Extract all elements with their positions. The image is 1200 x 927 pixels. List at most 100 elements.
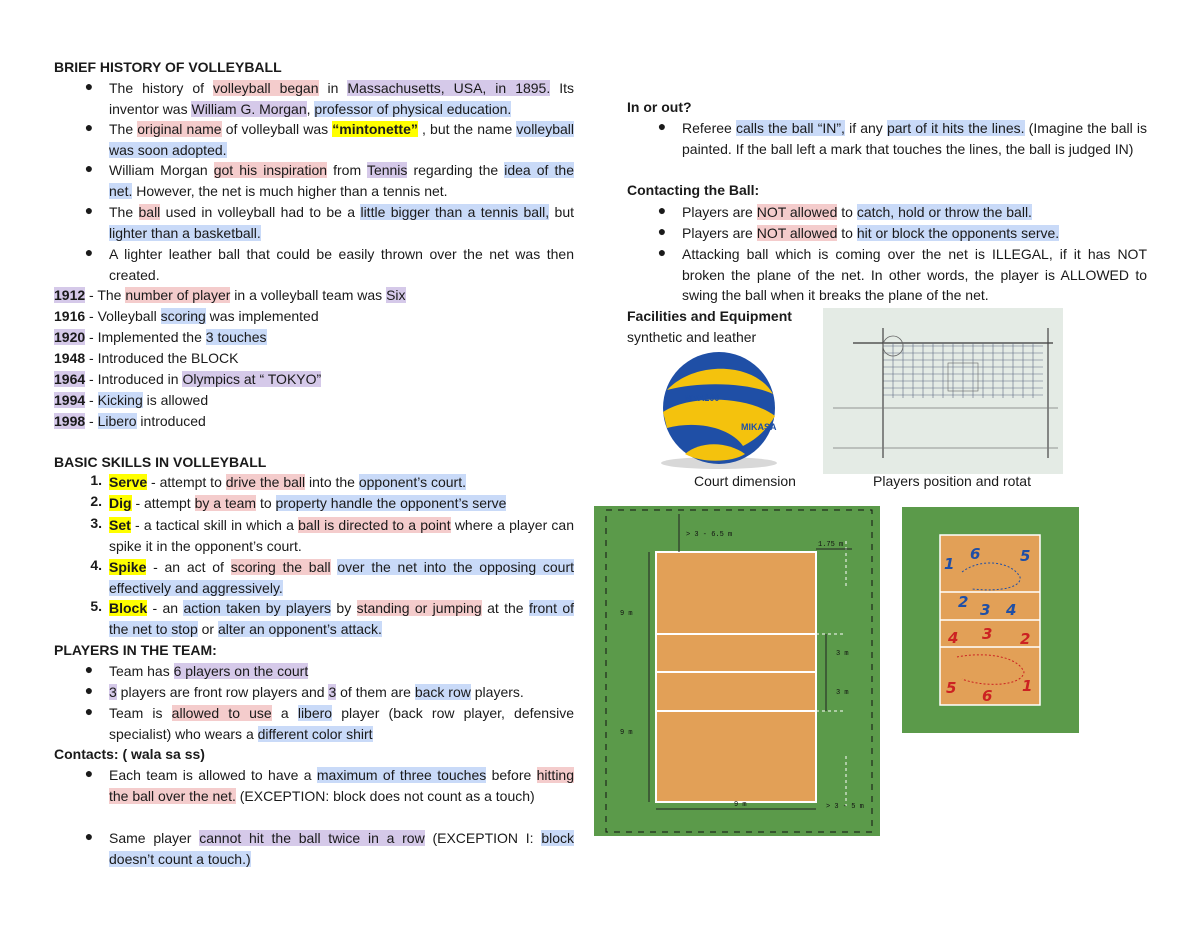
text-run: Spike (109, 559, 147, 575)
contacting-title: Contacting the Ball: (627, 182, 760, 198)
text-run: to (837, 225, 857, 241)
text-run: - an act of (146, 559, 231, 575)
skill-item: 5.Block - an action taken by players by … (90, 598, 575, 637)
text-run: - Volleyball (85, 308, 161, 324)
text-run: - (85, 392, 98, 408)
text-run: calls the ball “IN”, (735, 120, 845, 136)
court-label-bottom-right: > 3 - 5 m (826, 803, 864, 811)
players-rotation-diagram: 1 6 5 2 3 4 4 3 2 5 6 1 (902, 507, 1079, 733)
text-run: The (109, 204, 139, 220)
contacts-bullet: ●Same player cannot hit the ball twice i… (54, 828, 574, 869)
text-run: cannot hit the ball twice in a row (199, 830, 425, 846)
text-run: Dig (109, 495, 132, 511)
bullet-dot: ● (657, 202, 667, 218)
text-run: 1912 (54, 287, 86, 303)
text-run: volleyball began (213, 80, 319, 96)
text-run: William Morgan (109, 162, 214, 178)
text-run: allowed to use (171, 705, 272, 721)
skill-item: 3.Set - a tactical skill in which a ball… (90, 515, 574, 554)
skill-item: 2.Dig - attempt by a team to property ha… (90, 493, 507, 511)
volleyball-image: MVA200 MIKASA (661, 352, 777, 469)
rotation-blue-6: 6 (970, 545, 980, 563)
text-run: William G. Morgan (191, 100, 307, 117)
text-run: to (837, 204, 857, 220)
court-dimension-diagram: > 3 - 6.5 m 1.75 m 9 m 9 m 3 m 3 m 9 m >… (594, 506, 880, 836)
text-run: at the (481, 600, 529, 616)
contacts-title: Contacts: ( wala sa ss) (54, 746, 205, 762)
text-run: Team has (109, 663, 174, 679)
court-label-mid2: 3 m (836, 689, 849, 697)
bullet-dot: ● (84, 765, 94, 781)
timeline-row: 1916 - Volleyball scoring was implemente… (54, 306, 319, 326)
court-label-mid1: 3 m (836, 650, 849, 658)
text-run: (EXCEPTION I: (424, 830, 542, 846)
rotation-red-2: 2 (1020, 630, 1030, 648)
text-run: used in volleyball had to be a (160, 204, 361, 220)
bullet-dot: ● (657, 244, 667, 260)
bullet-dot: ● (84, 703, 94, 719)
text-run: introduced (136, 413, 206, 429)
text-run: 3 touches (205, 329, 267, 345)
court-label-bottom: 9 m (734, 801, 747, 809)
court-label-left-top: 9 m (620, 610, 633, 618)
rotation-blue-3: 3 (980, 601, 990, 619)
text-run: libero (297, 705, 333, 721)
players-title: PLAYERS IN THE TEAM: (54, 642, 217, 658)
facilities-title: Facilities and Equipment (627, 308, 792, 324)
players-rotation-caption: Players position and rotat (873, 473, 1031, 489)
text-run: Referee (682, 120, 736, 136)
text-run: Players are (682, 225, 757, 241)
text-run: property handle the opponent’s serve (275, 495, 507, 511)
text-run: before (486, 767, 537, 783)
text-run: Set (109, 517, 131, 533)
text-run: part of it hits the lines. (886, 120, 1025, 136)
text-run: - an (147, 600, 184, 616)
text-run: hit or block the opponents serve. (856, 225, 1060, 241)
text-run: of volleyball was (221, 121, 333, 137)
text-run: into the (305, 474, 359, 490)
rotation-red-3: 3 (982, 625, 992, 643)
net-diagram-image (823, 308, 1063, 474)
timeline-row: 1994 - Kicking is allowed (54, 390, 208, 410)
bullet-dot: ● (84, 682, 94, 698)
contacting-bullet: ●Players are NOT allowed to hit or block… (627, 223, 1147, 244)
text-run: or (197, 620, 218, 637)
text-run: where a player can spike it in the oppon… (109, 517, 574, 554)
text-run: number of player (125, 287, 231, 303)
rotation-red-1: 1 (1022, 677, 1032, 695)
rotation-blue-1: 1 (944, 555, 954, 573)
inout-bullet: ●Referee calls the ball “IN”, if any par… (627, 118, 1147, 159)
history-bullet: ●The ball used in volleyball had to be a… (54, 202, 574, 243)
text-run: scoring (160, 308, 206, 324)
history-bullet: ●William Morgan got his inspiration from… (54, 160, 574, 201)
text-run: ball is directed to a point (298, 517, 451, 533)
text-run: , (306, 100, 315, 117)
bullet-dot: ● (84, 160, 94, 176)
text-run: The history of (109, 80, 213, 96)
text-run: scoring the ball (230, 559, 331, 575)
text-run: from (327, 162, 367, 178)
text-run: - The (85, 287, 126, 303)
text-run: NOT allowed (756, 204, 838, 220)
text-run: Team is (109, 705, 172, 721)
text-run: player (back row player, defensive speci… (109, 705, 574, 742)
text-run: maximum of three touches (316, 767, 487, 783)
text-run: is allowed (142, 392, 209, 408)
text-run: Tennis (366, 162, 408, 178)
text-run: - Implemented the (85, 329, 206, 345)
text-run: - (85, 413, 98, 429)
text-run: regarding the (407, 162, 505, 178)
text-run: back row (414, 684, 471, 700)
text-run: Each team is allowed to have a (109, 767, 317, 783)
text-run: ball (138, 204, 161, 220)
text-run: to (256, 495, 276, 511)
text-run: Serve (109, 474, 148, 490)
timeline-row: 1912 - The number of player in a volleyb… (54, 285, 406, 305)
rotation-blue-2: 2 (958, 593, 968, 611)
history-bullet: ●A lighter leather ball that could be ea… (54, 244, 574, 285)
timeline-row: 1948 - Introduced the BLOCK (54, 348, 238, 368)
text-run: standing or jumping (356, 600, 482, 616)
contacting-bullet: ●Players are NOT allowed to catch, hold … (627, 202, 1147, 223)
text-run: Block (109, 600, 148, 616)
text-run: lighter than a basketball. (109, 224, 261, 241)
